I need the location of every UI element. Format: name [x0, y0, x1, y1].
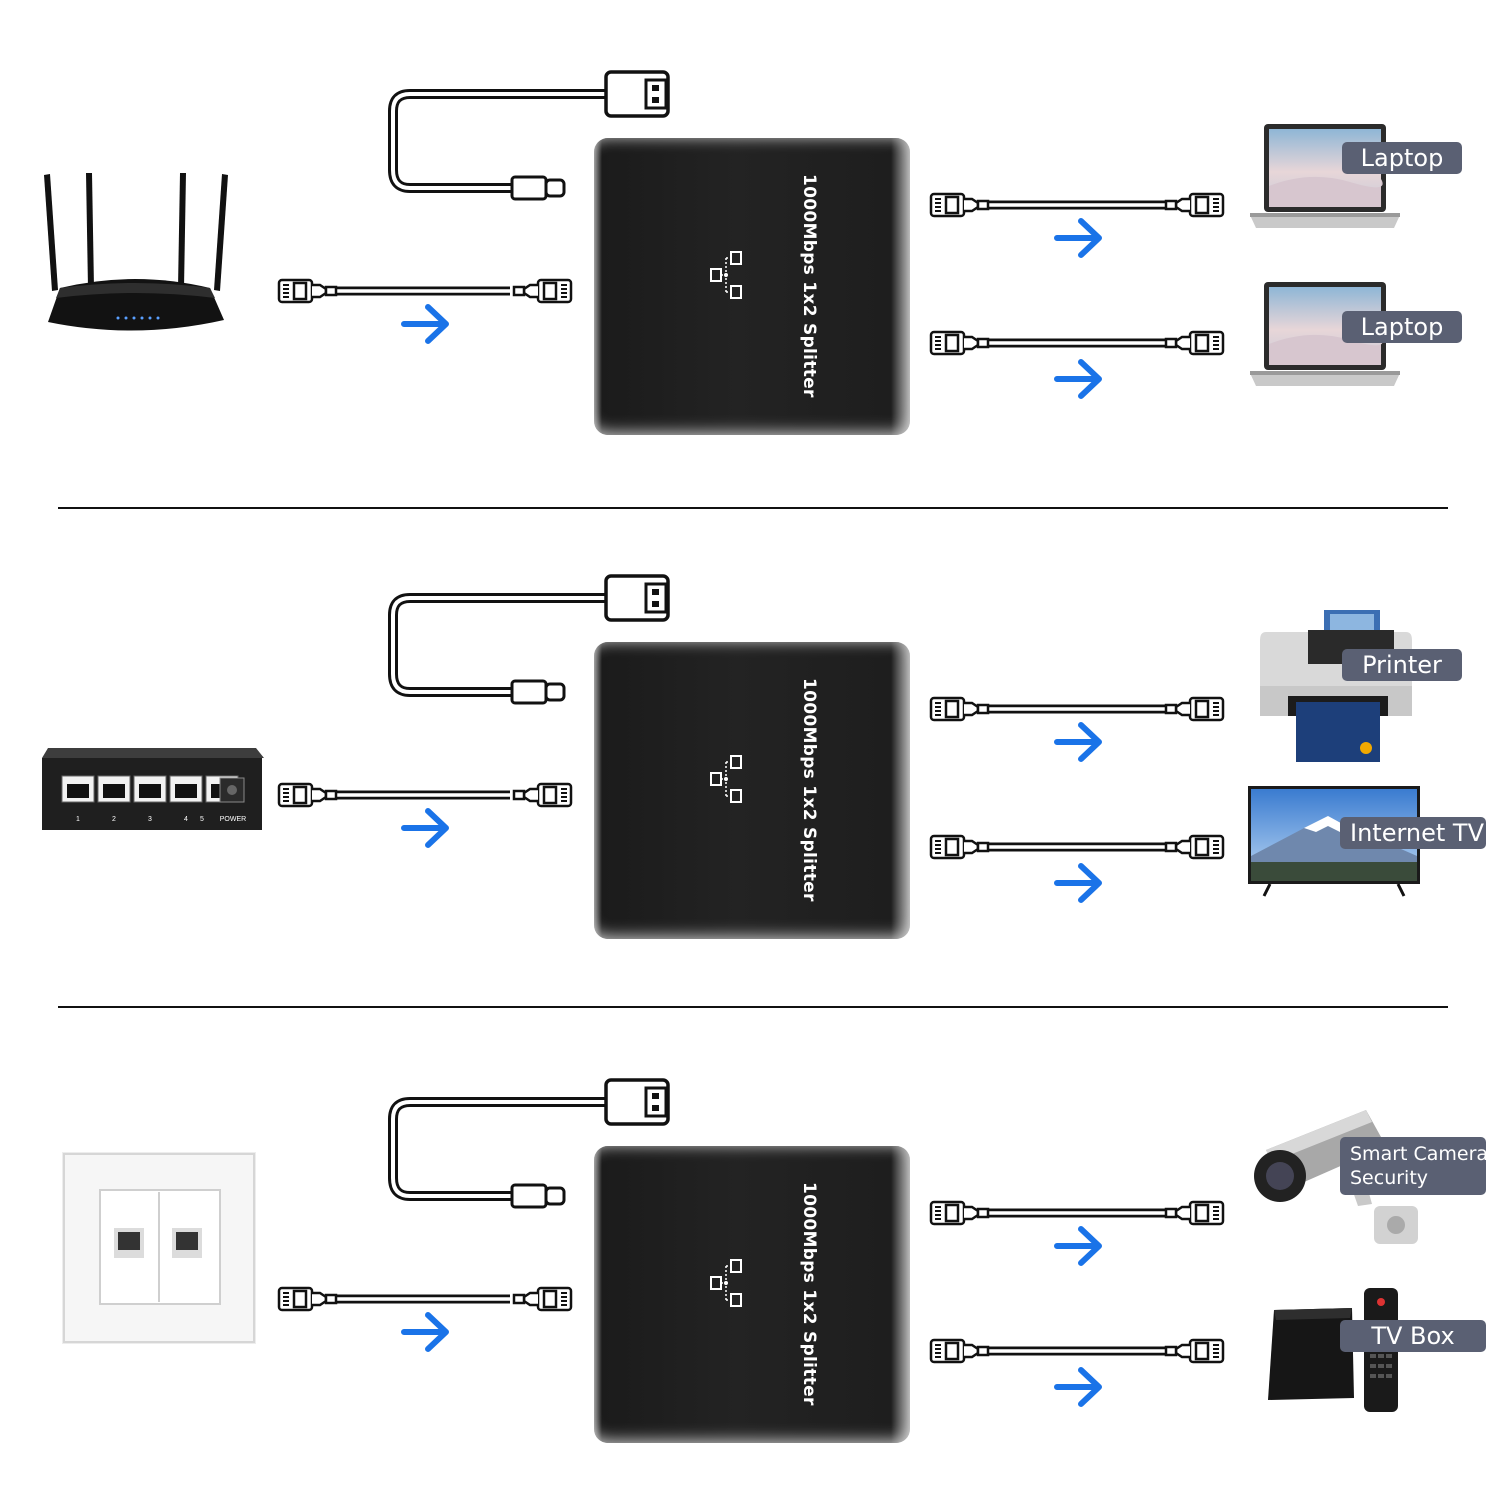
splitter-device: 1000Mbps 1x2 Splitter	[594, 138, 910, 435]
output-label: TV Box	[1340, 1320, 1486, 1352]
output-label: Laptop	[1342, 142, 1462, 174]
panel-switch: 1 2 3 4 5 POWER 1000Mbps 1x2 Splitter Pr…	[0, 504, 1500, 1004]
router-icon	[40, 170, 230, 344]
section-divider	[58, 1006, 1448, 1008]
output-label-line: Security	[1350, 1167, 1429, 1189]
port-label: 2	[112, 816, 116, 823]
output-label: Internet TV	[1340, 817, 1486, 849]
splitter-label: 1000Mbps 1x2 Splitter	[799, 174, 819, 398]
laptop-icon	[1250, 124, 1402, 236]
power-label: POWER	[220, 816, 246, 823]
output-label: Printer	[1342, 649, 1462, 681]
network-switch-icon: 1 2 3 4 5 POWER	[42, 748, 264, 834]
port-label: 5	[200, 816, 204, 823]
network-splitter-icon	[710, 1259, 742, 1307]
port-label: 1	[76, 816, 80, 823]
output-label: Smart Camera Security	[1340, 1137, 1489, 1195]
port-label: 4	[184, 816, 188, 823]
splitter-label: 1000Mbps 1x2 Splitter	[799, 678, 819, 902]
output-label: Laptop	[1342, 311, 1462, 343]
section-divider	[58, 507, 1448, 509]
security-camera-icon	[1246, 1110, 1424, 1252]
tv-box-icon	[1266, 1288, 1402, 1418]
panel-wall-socket: 1000Mbps 1x2 Splitter Smart Camera Secur…	[0, 1008, 1500, 1508]
port-label: 3	[148, 816, 152, 823]
network-splitter-icon	[710, 755, 742, 803]
splitter-device: 1000Mbps 1x2 Splitter	[594, 1146, 910, 1443]
splitter-device: 1000Mbps 1x2 Splitter	[594, 642, 910, 939]
panel-router: 1000Mbps 1x2 Splitter Laptop Laptop	[0, 0, 1500, 500]
output-label-line: Smart Camera	[1350, 1143, 1489, 1165]
network-splitter-icon	[710, 251, 742, 299]
splitter-label: 1000Mbps 1x2 Splitter	[799, 1182, 819, 1406]
printer-icon	[1258, 608, 1414, 770]
wall-ethernet-socket-icon	[62, 1152, 256, 1348]
